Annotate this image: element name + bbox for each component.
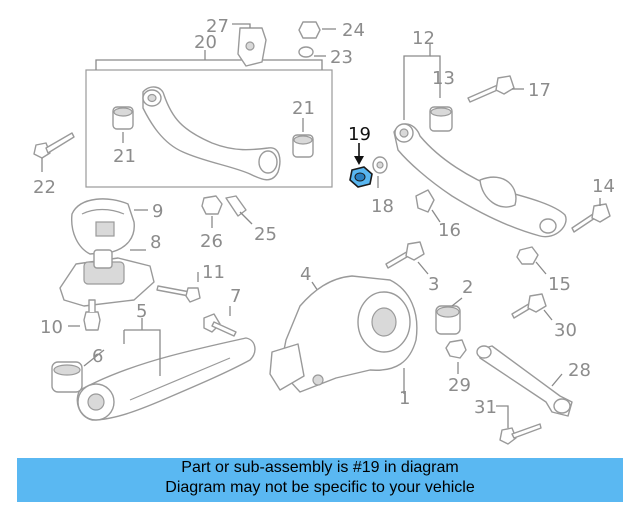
- nut-15[interactable]: [516, 246, 539, 265]
- callout-10: 10: [40, 317, 63, 338]
- bolt-11[interactable]: [156, 285, 201, 303]
- callout-27: 27: [206, 16, 229, 37]
- bushing-2[interactable]: [435, 305, 461, 335]
- callout-1: 1: [399, 388, 410, 409]
- callout-19: 19: [348, 124, 371, 145]
- callout-17: 17: [528, 80, 551, 101]
- callout-29: 29: [448, 375, 471, 396]
- trailing-arm-5[interactable]: [76, 337, 256, 421]
- nut-19-highlighted[interactable]: [349, 166, 373, 188]
- cap-16[interactable]: [415, 189, 435, 213]
- washer-23[interactable]: [298, 46, 314, 58]
- bolt-22[interactable]: [33, 132, 75, 159]
- bushing-21-left[interactable]: [112, 106, 134, 130]
- nut-24[interactable]: [298, 21, 321, 39]
- bolt-17[interactable]: [467, 75, 515, 103]
- callout-31: 31: [474, 397, 497, 418]
- callout-6: 6: [92, 346, 103, 367]
- callout-13: 13: [432, 68, 455, 89]
- knuckle-1[interactable]: [269, 275, 418, 393]
- info-banner: Part or sub-assembly is #19 in diagram D…: [17, 458, 623, 502]
- callout-23: 23: [330, 47, 353, 68]
- callout-18: 18: [371, 196, 394, 217]
- callout-9: 9: [152, 201, 163, 222]
- callout-4: 4: [300, 264, 311, 285]
- callout-26: 26: [200, 231, 223, 252]
- bolt-14[interactable]: [571, 203, 611, 233]
- bolt-31[interactable]: [499, 423, 542, 445]
- callout-21-right: 21: [292, 98, 315, 119]
- mount-9[interactable]: [71, 198, 135, 255]
- bushing-6[interactable]: [51, 361, 83, 393]
- callout-15: 15: [548, 274, 571, 295]
- callout-25: 25: [254, 224, 277, 245]
- bracket-27[interactable]: [237, 27, 267, 67]
- callout-24: 24: [342, 20, 365, 41]
- callout-14: 14: [592, 176, 615, 197]
- link-28[interactable]: [476, 345, 573, 417]
- callout-3: 3: [428, 274, 439, 295]
- callout-20: 20: [194, 32, 217, 53]
- lower-control-arm-12[interactable]: [393, 123, 567, 238]
- callout-21-left: 21: [113, 146, 136, 167]
- callout-5: 5: [136, 301, 147, 322]
- nut-26[interactable]: [201, 195, 223, 215]
- bolt-10[interactable]: [83, 299, 101, 331]
- nut-29[interactable]: [445, 339, 467, 359]
- banner-line-1: Part or sub-assembly is #19 in diagram: [181, 459, 459, 476]
- bushing-13[interactable]: [429, 106, 453, 132]
- clip-25[interactable]: [225, 195, 247, 217]
- bolt-30[interactable]: [511, 293, 547, 319]
- callout-12: 12: [412, 28, 435, 49]
- callout-2: 2: [462, 277, 473, 298]
- callout-7: 7: [230, 286, 241, 307]
- callout-22: 22: [33, 177, 56, 198]
- callout-8: 8: [150, 232, 161, 253]
- bolt-7[interactable]: [203, 313, 237, 337]
- upper-control-arm-20[interactable]: [142, 86, 281, 181]
- bolt-3[interactable]: [385, 241, 425, 269]
- parts-diagram: 1 2 3 4 5 6 7 8 9 10 11 12 13 14 15 16 1…: [33, 16, 615, 445]
- mount-8[interactable]: [59, 249, 155, 307]
- callout-30: 30: [554, 320, 577, 341]
- callout-11: 11: [202, 262, 225, 283]
- subassembly-box-20: [85, 69, 333, 188]
- banner-line-2: Diagram may not be specific to your vehi…: [165, 479, 475, 496]
- callout-16: 16: [438, 220, 461, 241]
- bushing-21-right[interactable]: [292, 134, 314, 158]
- callout-28: 28: [568, 360, 591, 381]
